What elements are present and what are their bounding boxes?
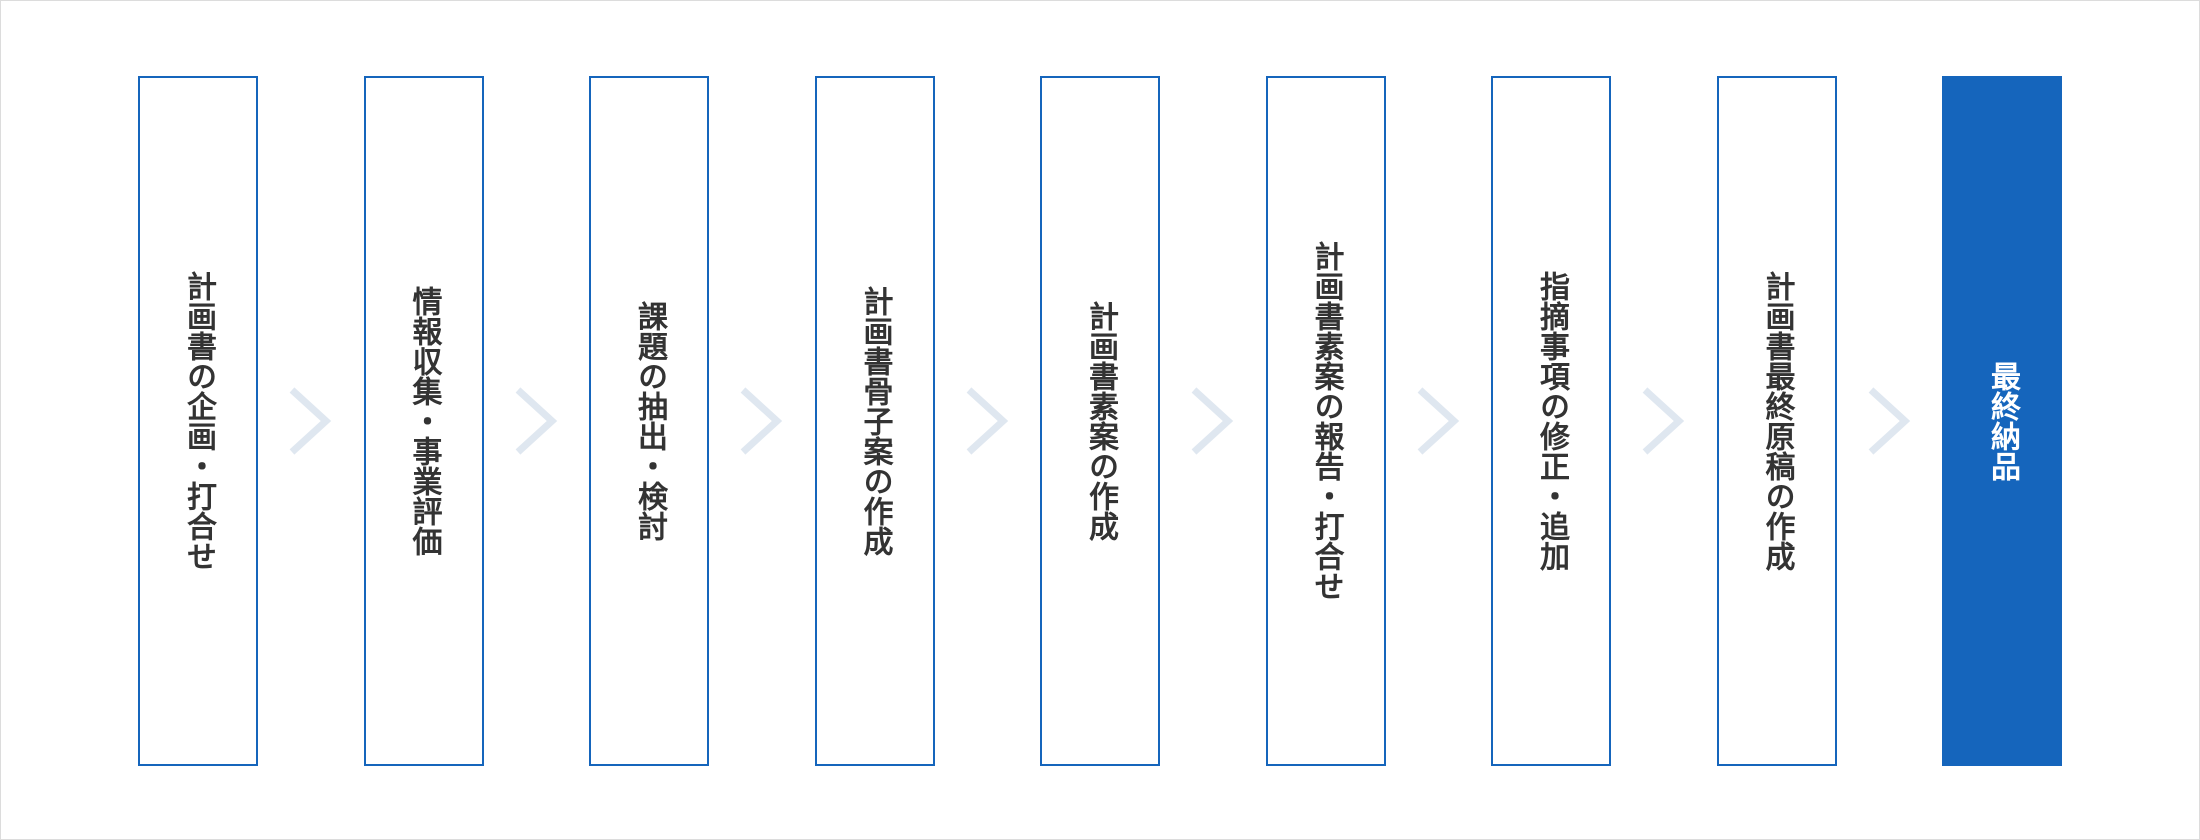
chevron-right-icon bbox=[1868, 387, 1910, 455]
chevron-right-icon bbox=[289, 387, 332, 455]
step-label: 指摘事項の修正・追加 bbox=[1534, 271, 1569, 571]
step-box: 計画書骨子案の作成 bbox=[814, 76, 935, 766]
chevron-right-icon bbox=[966, 387, 1008, 455]
step-box: 課題の抽出・検討 bbox=[589, 76, 709, 766]
chevron-right-icon bbox=[1191, 387, 1234, 455]
chevron-right-icon bbox=[515, 387, 557, 455]
step-label: 計画書の企画・打合せ bbox=[181, 271, 216, 571]
step-box: 情報収集・事業評価 bbox=[363, 76, 484, 766]
step-label: 計画書素案の報告・打合せ bbox=[1308, 241, 1344, 601]
step-label: 情報収集・事業評価 bbox=[406, 286, 442, 556]
step-box: 計画書最終原稿の作成 bbox=[1716, 76, 1837, 766]
step-final-delivery: 最終納品 bbox=[1942, 76, 2062, 766]
step-label: 計画書骨子案の作成 bbox=[857, 286, 893, 556]
step-box: 計画書素案の報告・打合せ bbox=[1265, 76, 1386, 766]
chevron-right-icon bbox=[740, 387, 783, 455]
chevron-right-icon bbox=[1417, 387, 1459, 455]
step-box: 指摘事項の修正・追加 bbox=[1491, 76, 1611, 766]
step-box: 計画書の企画・打合せ bbox=[138, 76, 258, 766]
step-label: 最終納品 bbox=[1985, 361, 2020, 481]
step-label: 課題の抽出・検討 bbox=[632, 301, 667, 541]
step-label: 計画書最終原稿の作成 bbox=[1759, 271, 1795, 571]
step-box: 計画書素案の作成 bbox=[1040, 76, 1160, 766]
step-label: 計画書素案の作成 bbox=[1083, 301, 1118, 541]
chevron-right-icon bbox=[1642, 387, 1685, 455]
